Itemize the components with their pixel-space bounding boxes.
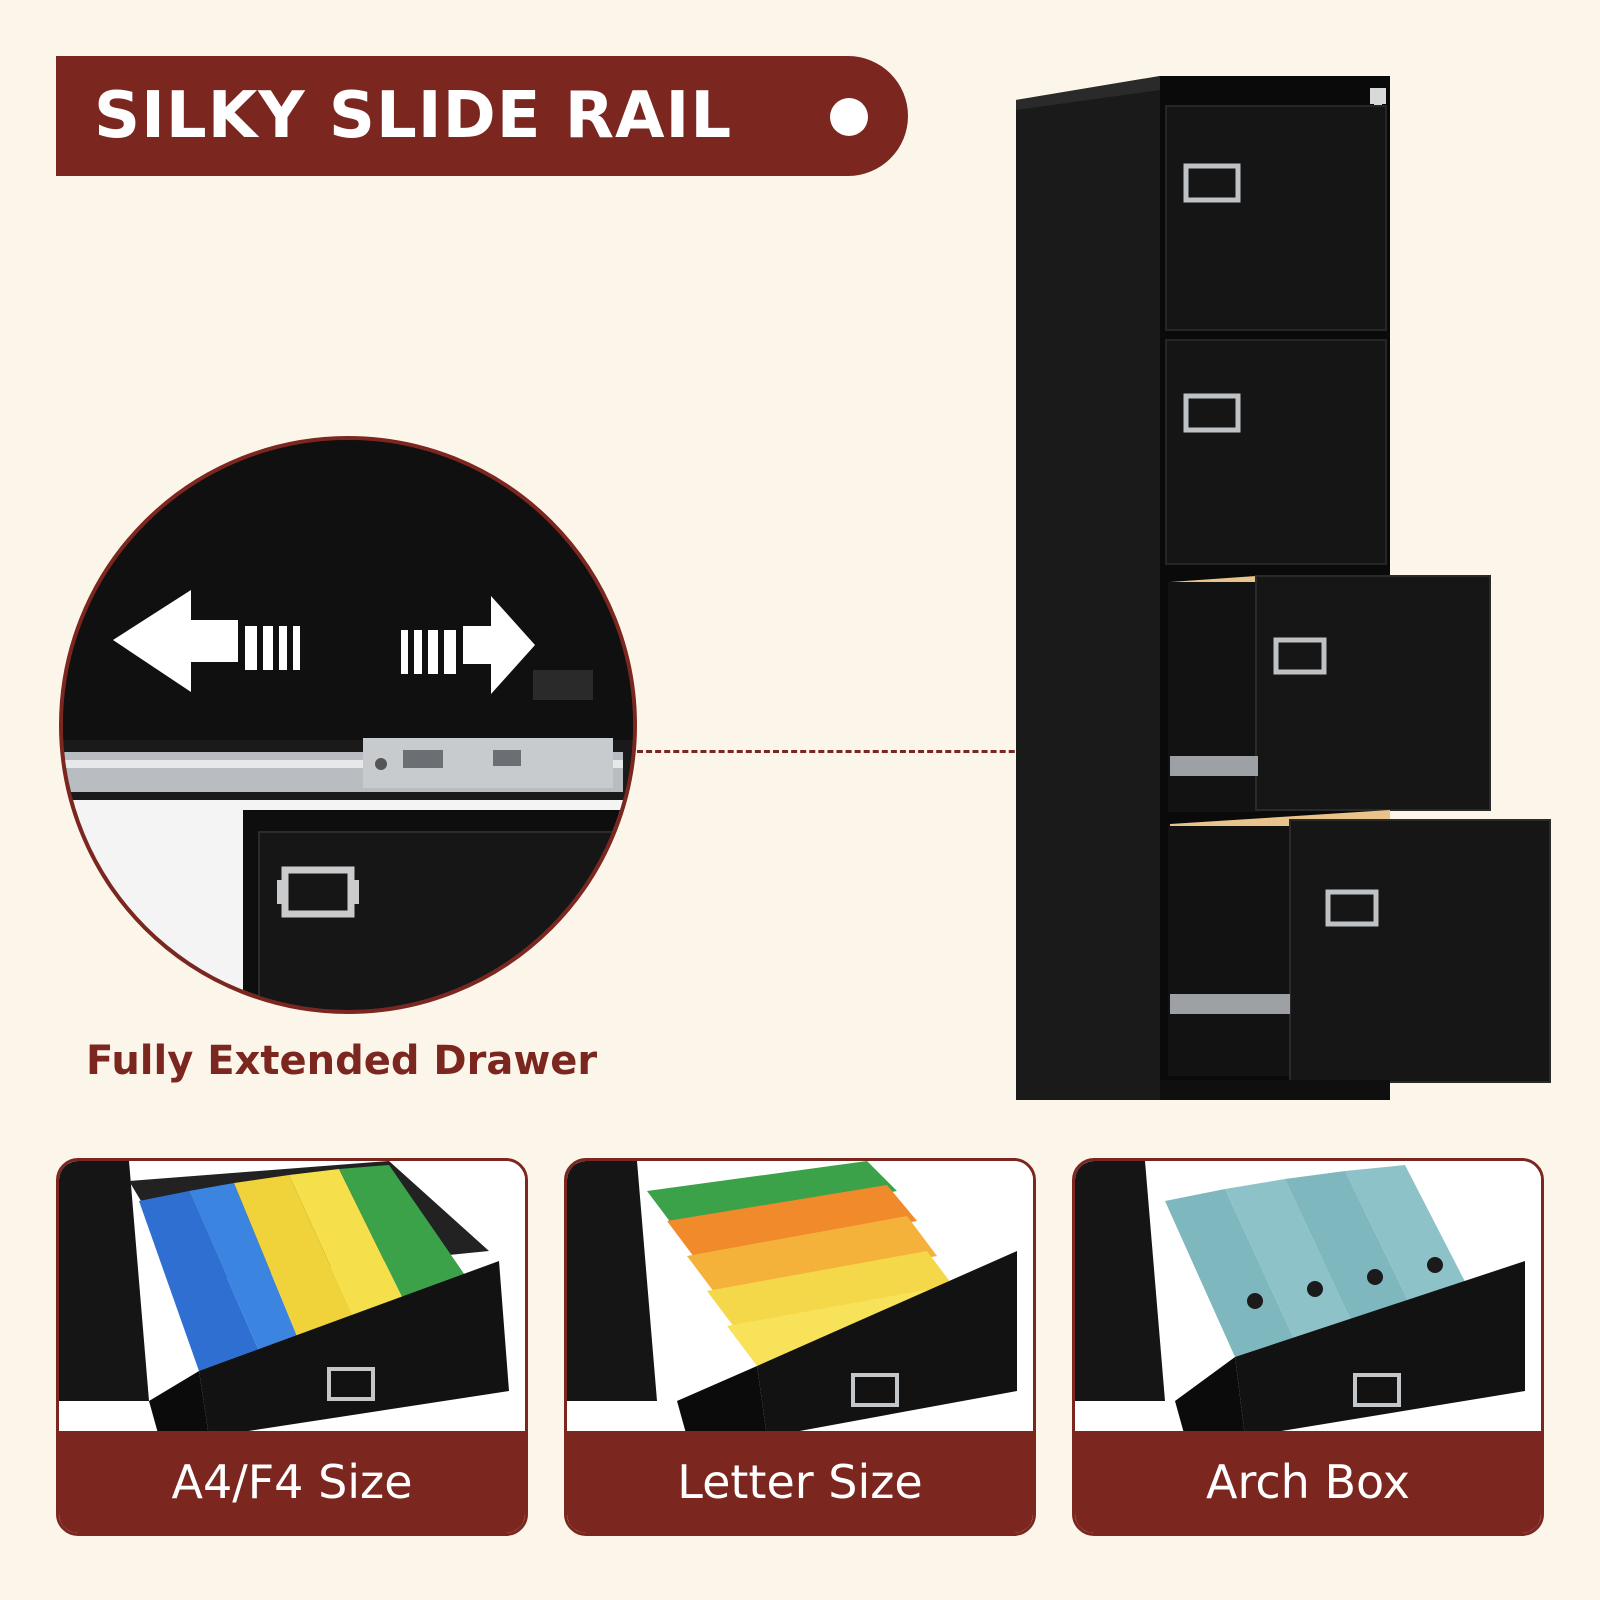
letter-drawer-illustration: [567, 1161, 1033, 1437]
arrow-left-icon: [113, 590, 300, 692]
label-holder-icon: [277, 866, 359, 918]
title-banner: SILKY SLIDE RAIL: [56, 56, 908, 176]
label-holder-icon: [851, 1373, 899, 1407]
filing-cabinet: [1010, 70, 1570, 1110]
a4-drawer-illustration: [59, 1161, 525, 1437]
label-holder-icon: [1353, 1373, 1401, 1407]
drawer-1: [1165, 105, 1387, 331]
card-label: Letter Size: [567, 1431, 1033, 1533]
zoom-caption: Fully Extended Drawer: [86, 1038, 598, 1084]
connector-line: [637, 750, 1187, 753]
banner-dot-icon: [830, 98, 868, 136]
drawer-4-open: [1168, 810, 1551, 1083]
banner-title: SILKY SLIDE RAIL: [94, 79, 733, 153]
label-holder-icon: [327, 1367, 375, 1401]
filing-cabinet-illustration: [1016, 76, 1551, 1100]
card-letter: Letter Size: [564, 1158, 1036, 1536]
card-label: A4/F4 Size: [59, 1431, 525, 1533]
card-arch-box: Arch Box: [1072, 1158, 1544, 1536]
rail-zoom-circle: [59, 436, 637, 1014]
card-label: Arch Box: [1075, 1431, 1541, 1533]
arch-box-drawer-illustration: [1075, 1161, 1541, 1437]
card-a4-f4: A4/F4 Size: [56, 1158, 528, 1536]
rail-detail-illustration: [63, 440, 633, 1010]
drawer-2: [1165, 339, 1387, 565]
arrow-right-icon: [401, 596, 535, 694]
arch-binders: [1165, 1165, 1475, 1357]
hanging-folders: [139, 1165, 469, 1371]
drawer-3-open: [1168, 575, 1491, 812]
